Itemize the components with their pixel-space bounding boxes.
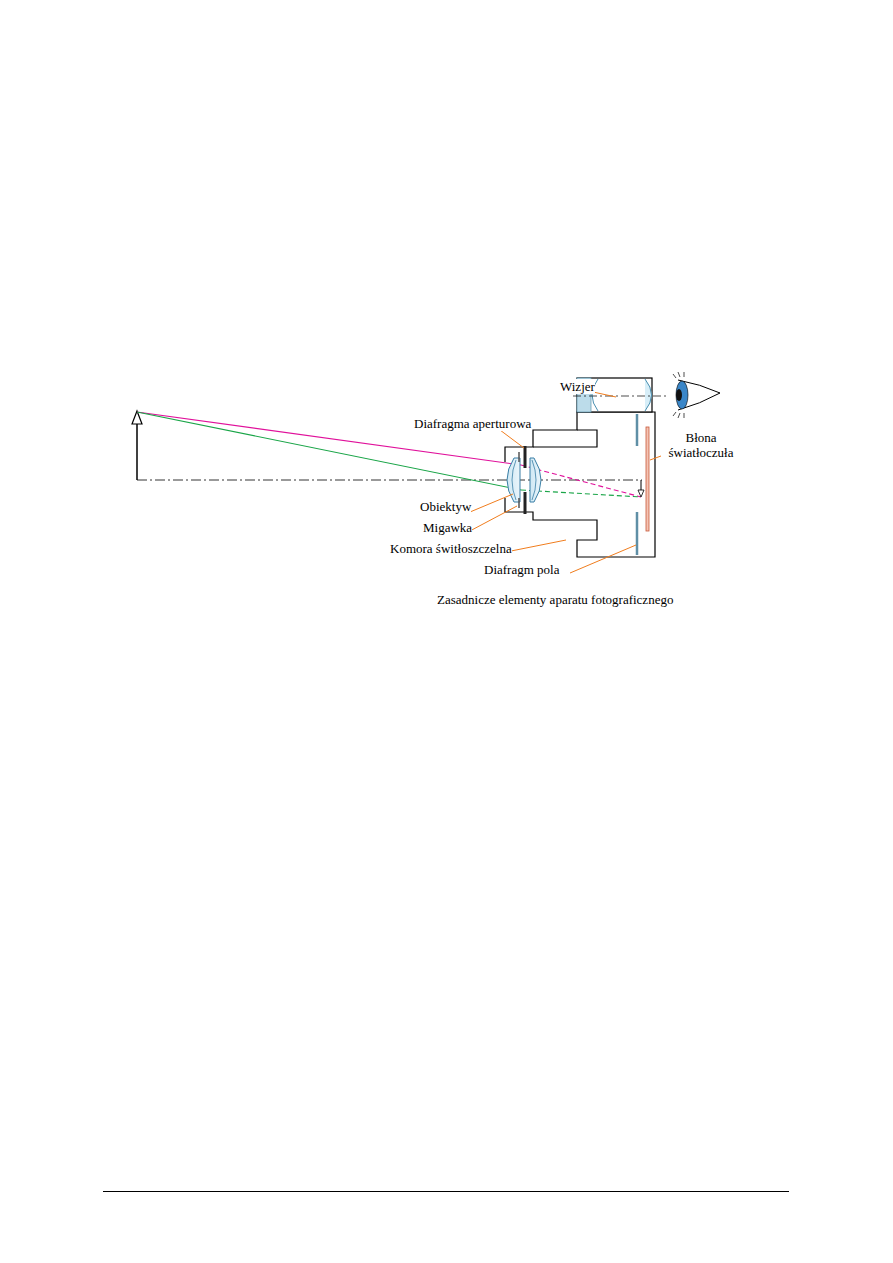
- lens-rear: [530, 458, 541, 502]
- film-label: Błona światłoczuła: [661, 430, 741, 460]
- eyelashes: [673, 372, 684, 418]
- shutter-label: Migawka: [423, 520, 472, 535]
- lens-label: Obiektyw: [420, 499, 471, 514]
- camera-housing: [505, 412, 655, 557]
- object-arrow: [136, 422, 138, 480]
- viewfinder-label: Wizjer: [560, 379, 595, 394]
- aperture-blade-top: [524, 446, 527, 468]
- shutter-top: [518, 452, 520, 462]
- shutter-bottom: [518, 498, 520, 508]
- field-stop-bottom: [636, 512, 639, 555]
- field-stop-label: Diafragm pola: [484, 562, 559, 577]
- eye-iris: [676, 381, 688, 409]
- film: [646, 427, 649, 531]
- field-stop-top: [636, 414, 639, 446]
- viewfinder-eyepiece: [645, 379, 652, 411]
- viewfinder-axis: [573, 396, 666, 397]
- aperture-blade-bottom: [524, 492, 527, 514]
- footer-rule: [103, 1191, 789, 1192]
- image-arrowhead: [638, 490, 644, 497]
- optical-axis: [137, 480, 642, 481]
- eye-pupil: [676, 389, 682, 401]
- housing-step: [533, 430, 597, 447]
- aperture-label: Diafragma aperturowa: [414, 416, 531, 431]
- chamber-label: Komora świtłoszczelna: [390, 541, 512, 556]
- figure-caption: Zasadnicze elementy aparatu fotograficzn…: [437, 592, 673, 608]
